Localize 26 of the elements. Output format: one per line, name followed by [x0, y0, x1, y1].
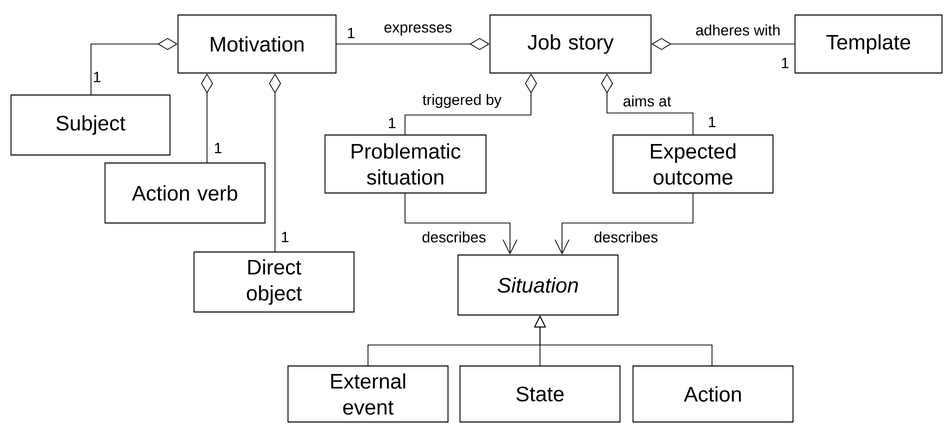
edge-label: triggered by [422, 94, 502, 108]
class-box: Direct object [194, 252, 354, 312]
class-box: Motivation [178, 14, 336, 74]
multiplicity: 1 [782, 58, 788, 68]
edge-label: describes [594, 232, 658, 242]
edge-label: expresses [384, 24, 452, 36]
class-box: Expected outcome [612, 134, 774, 194]
connector [554, 193, 694, 255]
edge-label: aims at [623, 96, 672, 106]
class-box: External event [288, 366, 448, 422]
class-box: Action [632, 366, 794, 422]
class-box: Job story [490, 14, 652, 74]
multiplicity: 1 [214, 142, 222, 154]
class-box: Situation [458, 254, 618, 316]
edge-label: adheres with [696, 24, 780, 36]
connector [404, 193, 518, 255]
class-box: Problematic situation [324, 134, 486, 194]
multiplicity: 1 [348, 28, 354, 38]
class-box: State [460, 366, 620, 422]
class-box: Action verb [104, 162, 266, 224]
multiplicity: 1 [94, 72, 100, 82]
class-box: Template [794, 14, 942, 74]
class-box: Subject [10, 94, 170, 156]
multiplicity: 1 [282, 232, 288, 242]
multiplicity: 1 [388, 118, 396, 128]
edge-label: describes [422, 232, 486, 242]
